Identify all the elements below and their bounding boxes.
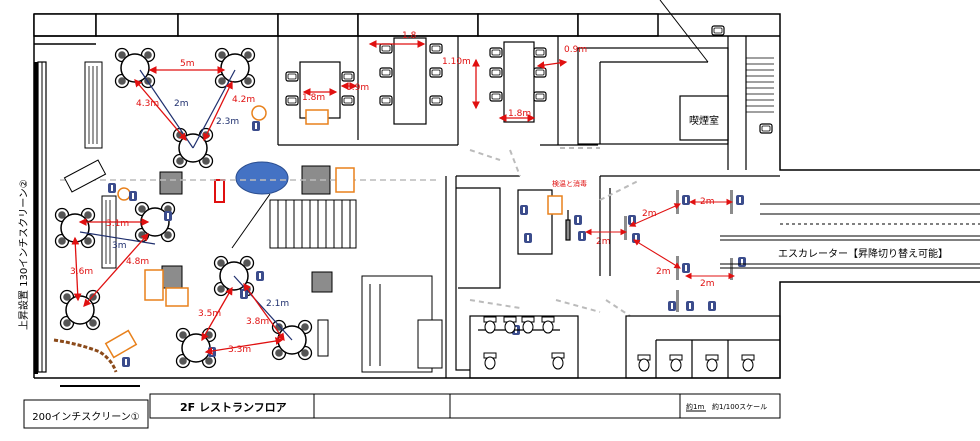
lobby-walls [445,175,780,378]
chair-top-right-2 [759,123,773,134]
toilets-left [483,316,565,370]
center-oval [235,161,289,195]
dist-label: 1.8 [402,31,417,41]
restaurant-table-6 [61,291,100,330]
scale-1m: 約1m [686,402,704,411]
left-sofa [63,159,107,193]
floor-title: 2F レストランフロア [180,401,287,414]
stairs-top-right [746,57,774,113]
central-stairs [231,193,357,249]
left-screen-label: 上昇設置 130インチスクリーン② [17,179,30,330]
dist-label: 3.1m [106,219,129,229]
dist-label: 2m [174,99,189,109]
restroom-right [625,315,781,379]
red-marker-box [214,179,225,203]
dist-label: 3.8m [246,317,269,327]
dist-label: 3.5m [198,309,221,319]
inspection-label: 検温と消毒 [552,179,587,188]
dist-label: 4.3m [136,99,159,109]
chair-top-right-1 [711,25,725,36]
queue-poles [624,190,733,312]
dist-label: 2.3m [216,117,239,127]
dist-label: 2.1m [266,299,289,309]
outer-walls [33,13,980,379]
dist-label: 0.9m [346,83,369,93]
radiator-units [84,61,117,269]
dist-label: 3m [112,241,127,251]
meeting-table-2 [379,37,443,125]
curved-counter [53,338,118,373]
dist-label: 0.9m [564,45,587,55]
dist-label: 3.6m [70,267,93,277]
meeting-table-3 [489,41,547,123]
dist-label: 3.3m [228,345,251,355]
dist-label: 4.8m [126,257,149,267]
restaurant-table-1 [116,49,155,88]
queue-lines [584,198,736,280]
screen-bottom-box [23,399,149,429]
meeting-room-walls [277,36,598,146]
dist-label: 2m [596,237,611,247]
dashed-doors [469,147,641,317]
core-walls [577,0,747,170]
red-arrows [71,40,568,355]
dist-label: 1.10m [442,57,471,67]
dist-label: 4.2m [232,95,255,105]
title-block [149,393,781,419]
orange-stools [104,105,355,359]
dist-label: 1.8m [302,93,325,103]
inspection-desk [547,195,563,215]
lobby-fixtures [317,275,443,373]
left-wall [34,61,47,374]
dist-label: 1.8m [508,109,531,119]
restaurant-table-2 [216,49,255,88]
bottom-screen-label: 200インチスクリーン① [32,411,140,423]
escalator-label: エスカレーター【昇降切り替え可能】 [778,247,948,260]
dist-label: 2m [656,267,671,277]
distance-labels: 5m 4.3m 2m 4.2m 2.3m 1.8m 0.9m 1.8 1.10m… [70,31,715,355]
dist-label: 5m [180,59,195,69]
escalator [720,203,980,269]
scale-note: 約1/100スケール [712,402,767,411]
dist-label: 2m [700,279,715,289]
smoking-room-label: 喫煙室 [689,114,719,127]
